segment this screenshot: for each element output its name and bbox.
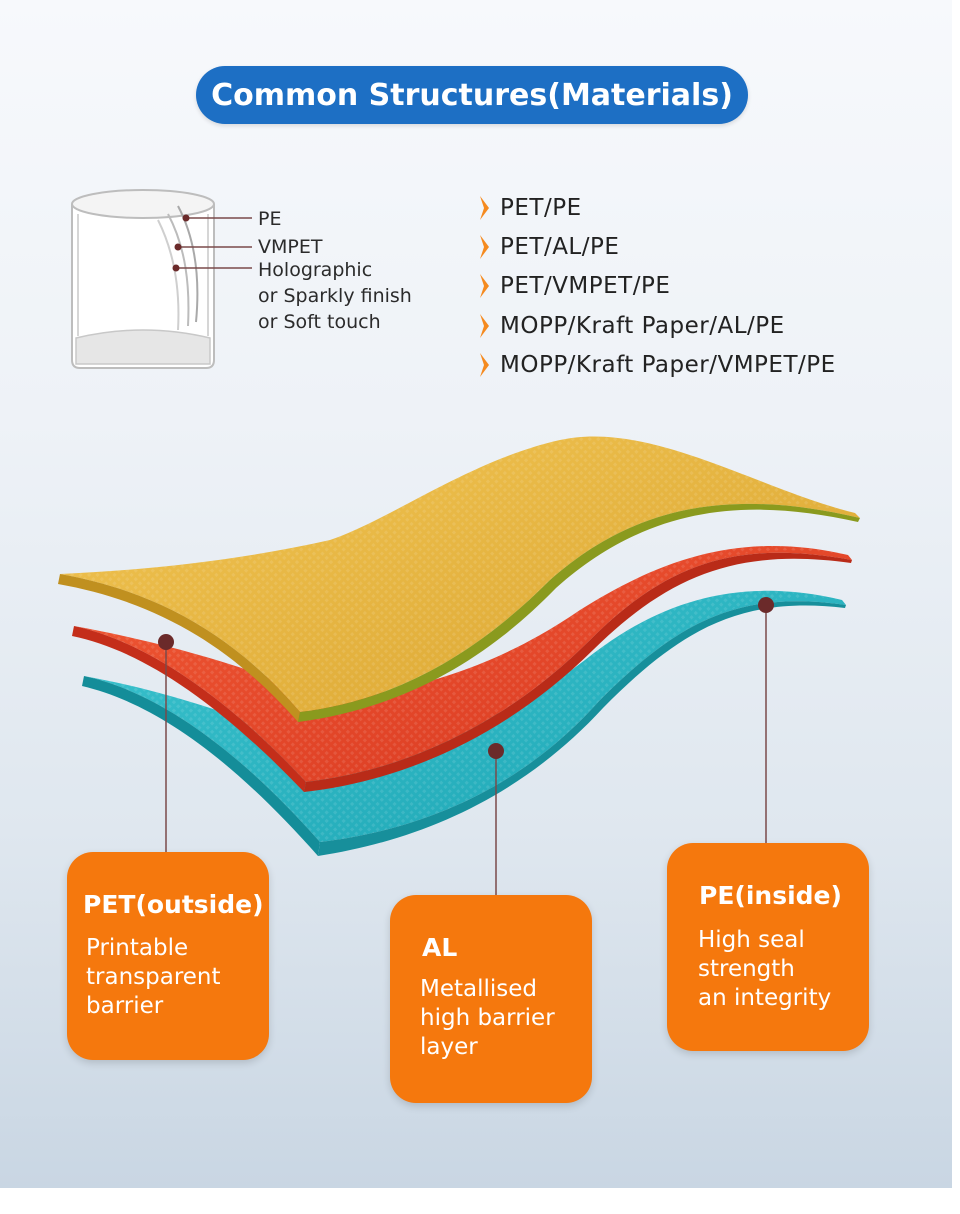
al-layer-card: AL Metallised high barrier layer [390, 895, 592, 1103]
structure-item: PET/VMPET/PE [478, 270, 670, 302]
pe-leader-line [758, 597, 774, 843]
chevron-right-icon [480, 353, 489, 377]
card-title: AL [422, 933, 458, 962]
card-title: PET(outside) [83, 890, 264, 919]
structure-item: PET/AL/PE [478, 231, 619, 263]
pet-leader-line [158, 634, 174, 852]
chevron-right-icon [480, 235, 489, 259]
card-description: High seal strength an integrity [698, 927, 832, 1011]
structure-label: PET/VMPET/PE [500, 273, 671, 299]
al-leader-line [488, 743, 504, 895]
structure-label: MOPP/Kraft Paper/AL/PE [500, 313, 785, 339]
pet-layer-card: PET(outside) Printable transparent barri… [67, 852, 269, 1060]
card-description: Printable transparent barrier [86, 935, 221, 1019]
pouch-label-finish: Holographic or Sparkly finish or Soft to… [258, 259, 412, 333]
structure-item: PET/PE [478, 192, 582, 224]
chevron-right-icon [480, 196, 489, 220]
structure-item: MOPP/Kraft Paper/AL/PE [478, 310, 785, 342]
card-description: Metallised high barrier layer [420, 976, 555, 1060]
pouch-icon [71, 189, 215, 369]
page-title: Common Structures(Materials) [196, 66, 748, 124]
chevron-right-icon [480, 274, 489, 298]
pouch-label-pe: PE [258, 208, 282, 230]
card-title: PE(inside) [699, 881, 842, 910]
structure-item: MOPP/Kraft Paper/VMPET/PE [478, 349, 836, 381]
pouch-label-vmpet: VMPET [258, 236, 323, 258]
pe-layer-sheet [82, 590, 846, 856]
chevron-right-icon [480, 314, 489, 338]
structure-label: PET/PE [500, 195, 582, 221]
pe-layer-card: PE(inside) High seal strength an integri… [667, 843, 869, 1051]
pouch-pointer-lines [172, 214, 252, 272]
pet-layer-sheet [58, 436, 860, 722]
al-layer-sheet [72, 546, 852, 792]
structure-label: MOPP/Kraft Paper/VMPET/PE [500, 352, 836, 378]
structure-label: PET/AL/PE [500, 234, 620, 260]
